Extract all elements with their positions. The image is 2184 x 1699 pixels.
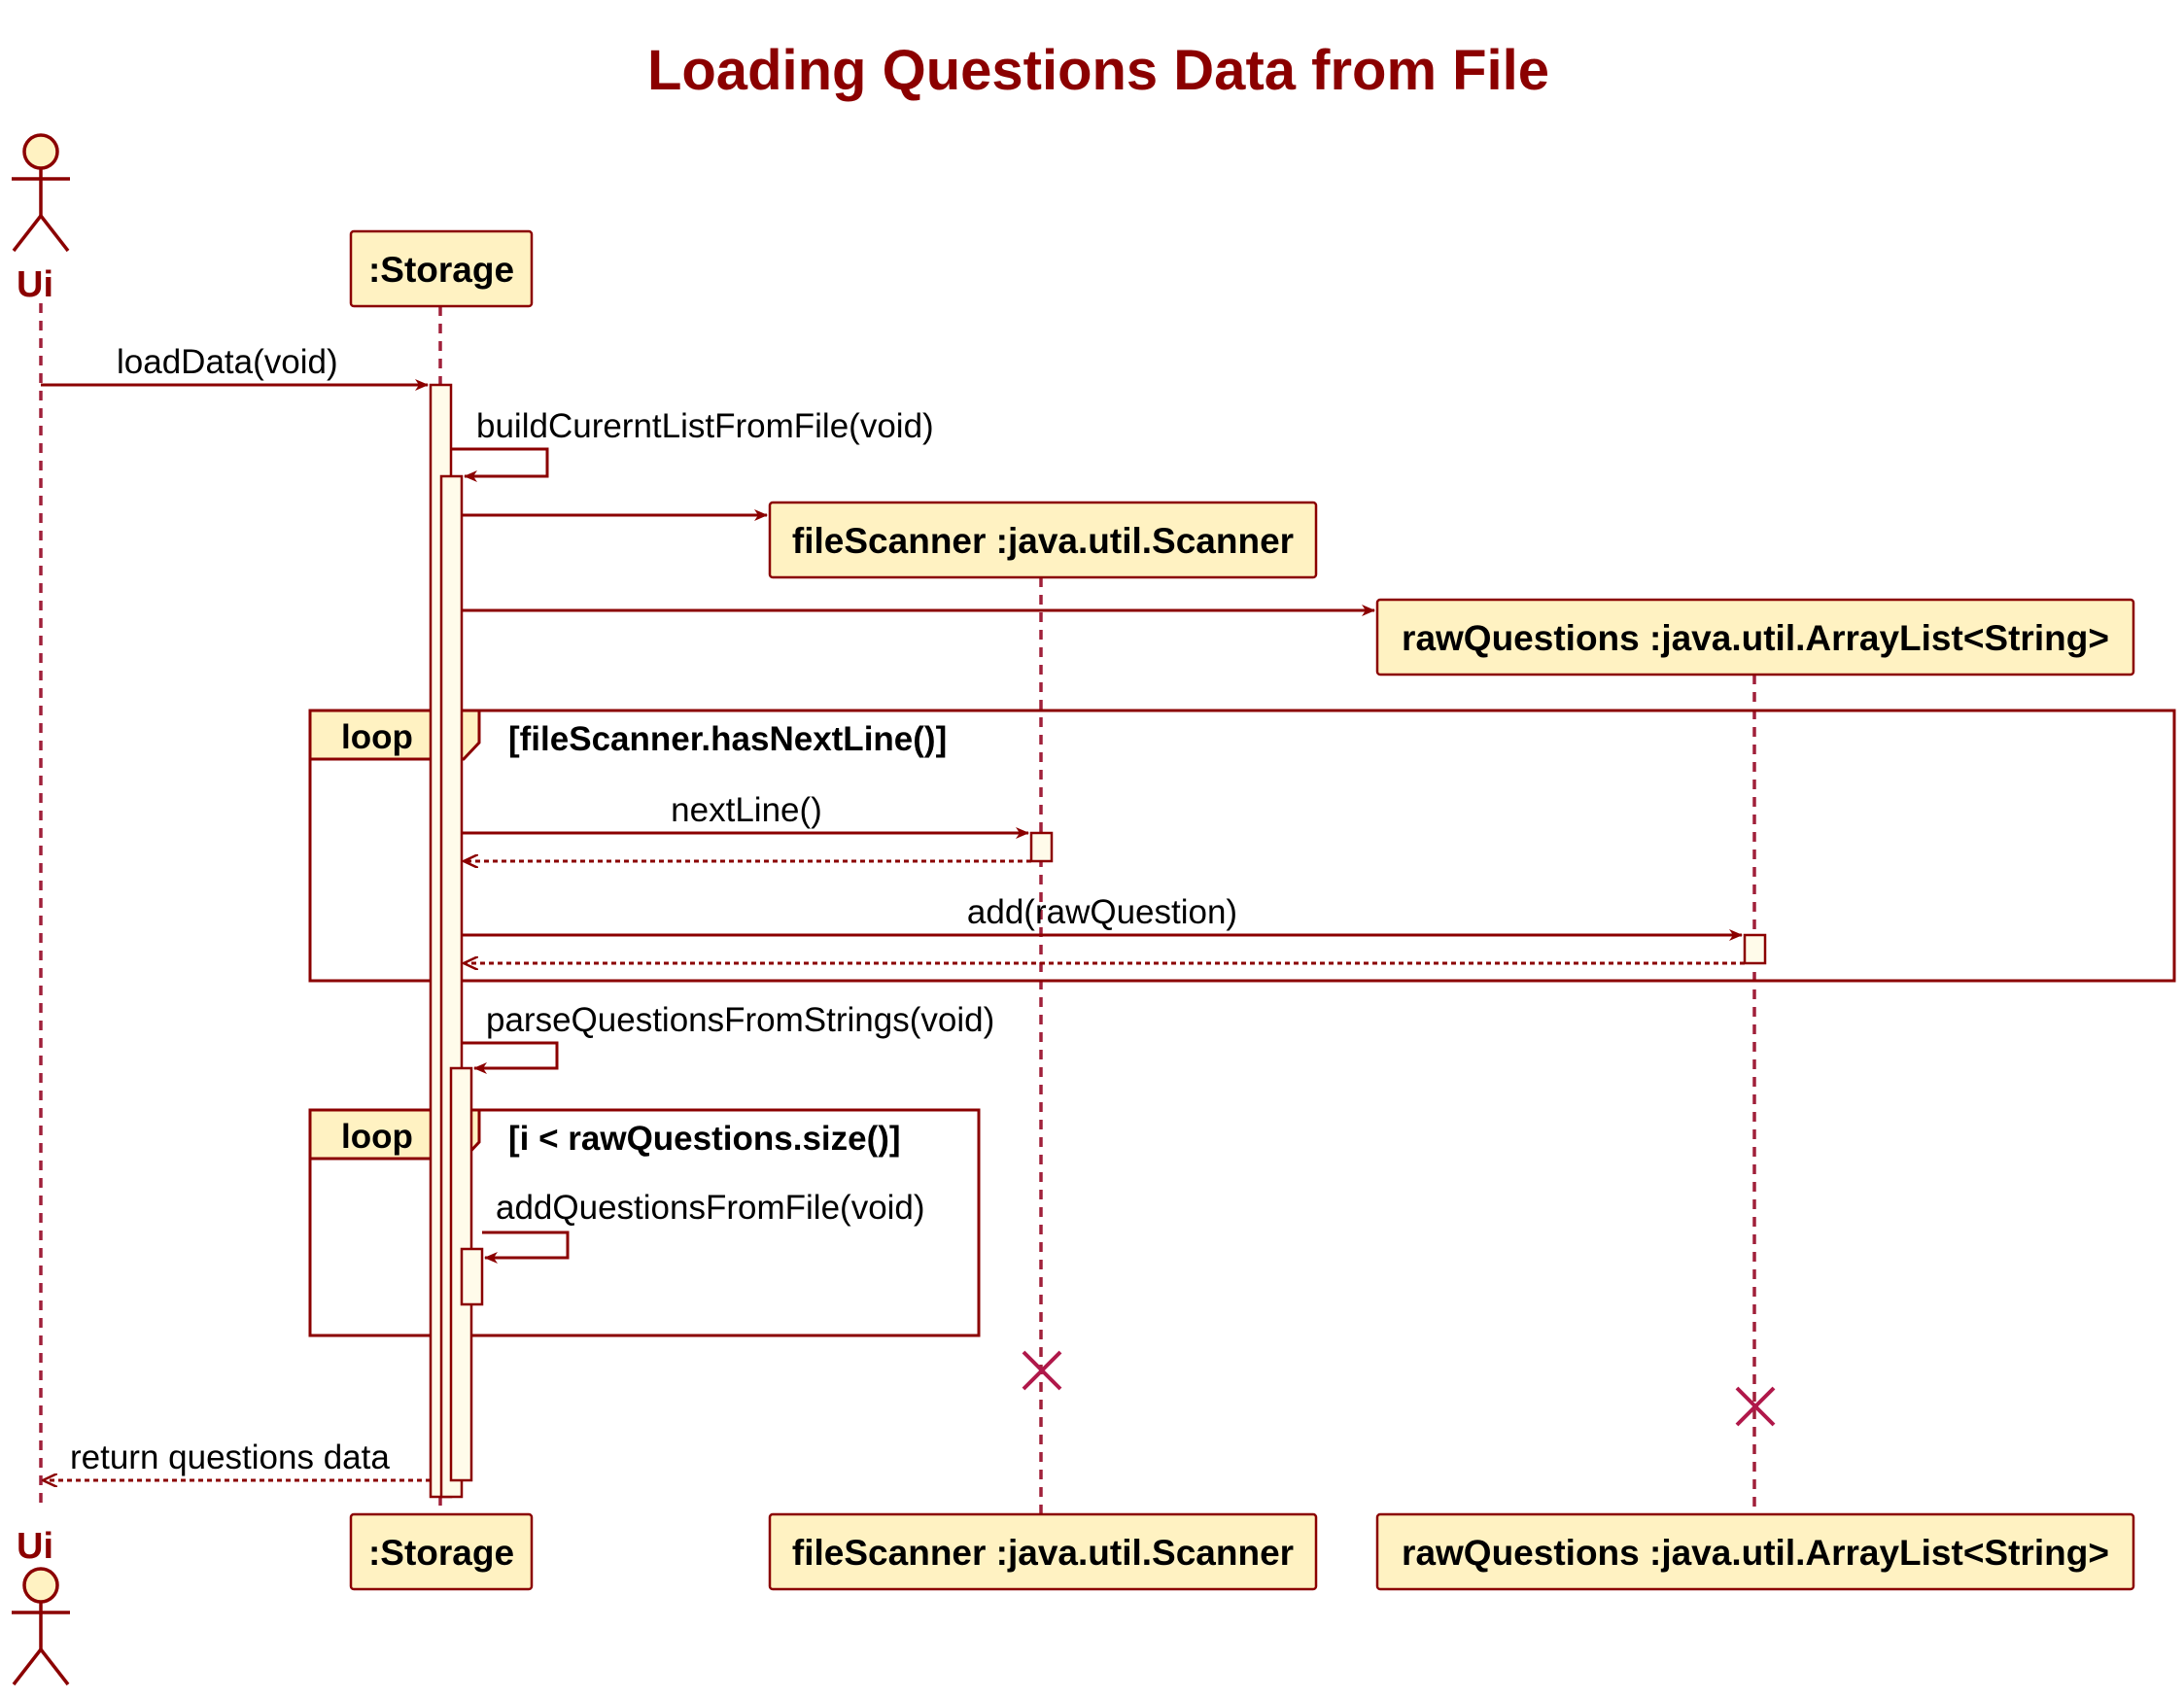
loop-frame-border	[308, 1108, 981, 1337]
diagram-title: Loading Questions Data from File	[647, 39, 1549, 102]
participant-label: fileScanner :java.util.Scanner	[792, 1533, 1294, 1573]
parse-self-arrow	[462, 1041, 559, 1074]
load-data-label: loadData(void)	[117, 343, 338, 381]
storage-activation-bar-add	[460, 1247, 484, 1306]
participant-label: :Storage	[368, 250, 514, 290]
parse-label: parseQuestionsFromStrings(void)	[486, 1001, 994, 1039]
actor-icon	[12, 1567, 70, 1686]
storage-participant-top: :Storage	[349, 229, 534, 308]
storage-participant-bottom: :Storage	[349, 1512, 534, 1591]
actor-icon	[12, 133, 70, 253]
scanner-destroy-mark	[1022, 1350, 1062, 1391]
loop-keyword: loop	[341, 1118, 413, 1156]
actor-label: Ui	[17, 1526, 53, 1567]
build-list-label: buildCurerntListFromFile(void)	[476, 407, 934, 445]
scanner-participant-bottom: fileScanner :java.util.Scanner	[768, 1512, 1318, 1591]
build-list-self-arrow	[451, 447, 549, 482]
participant-label: rawQuestions :java.util.ArrayList<String…	[1402, 1533, 2109, 1573]
loop-guard: [fileScanner.hasNextLine()]	[508, 720, 947, 758]
ui-actor-bottom: Ui	[12, 1526, 70, 1686]
participant-label: :Storage	[368, 1533, 514, 1573]
add-raw-label: add(rawQuestion)	[967, 893, 1237, 931]
raw-questions-destroy-mark	[1735, 1386, 1776, 1427]
add-questions-self-arrow	[482, 1231, 570, 1264]
loop-frame-border	[308, 709, 2176, 983]
raw-questions-participant-top: rawQuestions :java.util.ArrayList<String…	[1375, 598, 2135, 676]
loop-keyword: loop	[341, 718, 413, 756]
raw-questions-activation-bar	[1743, 933, 1767, 965]
actor-label: Ui	[17, 264, 53, 305]
loop-frame-has-next-line: loop [fileScanner.hasNextLine()]	[308, 709, 2176, 983]
scanner-participant-top: fileScanner :java.util.Scanner	[768, 501, 1318, 579]
add-questions-label: addQuestionsFromFile(void)	[496, 1189, 925, 1227]
participant-label: rawQuestions :java.util.ArrayList<String…	[1402, 618, 2109, 658]
return-data-label: return questions data	[70, 1439, 390, 1476]
loop-guard: [i < rawQuestions.size()]	[508, 1120, 901, 1158]
participant-label: fileScanner :java.util.Scanner	[792, 521, 1294, 561]
next-line-label: nextLine()	[671, 791, 822, 829]
ui-actor-top: Ui	[12, 133, 70, 305]
scanner-activation-bar	[1029, 831, 1054, 863]
raw-questions-participant-bottom: rawQuestions :java.util.ArrayList<String…	[1375, 1512, 2135, 1591]
